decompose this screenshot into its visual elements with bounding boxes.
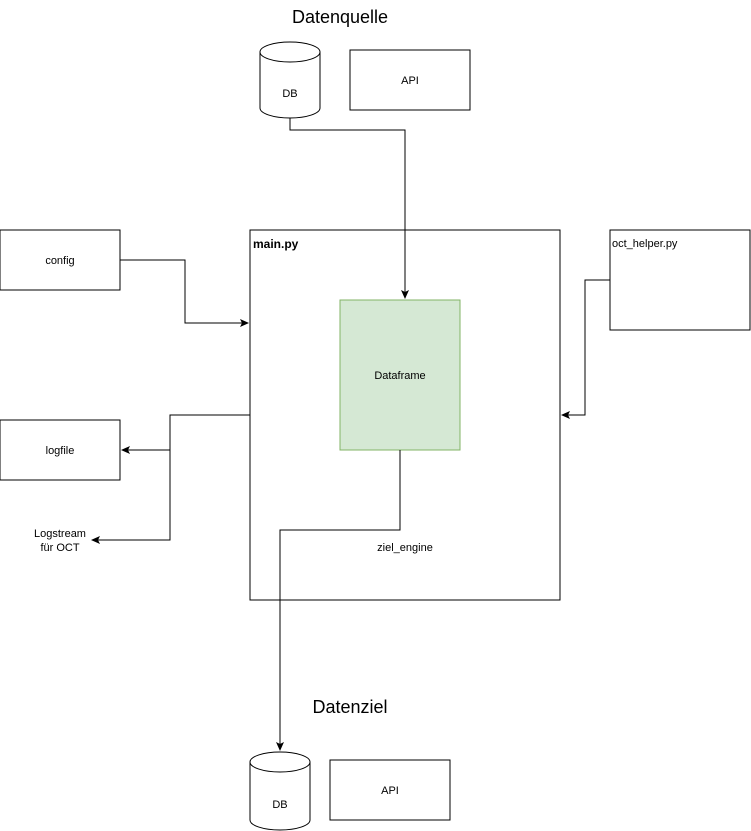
dataframe-rect: [339, 299, 461, 451]
source-api-label: API: [401, 75, 419, 87]
target-db-label: DB: [272, 799, 287, 811]
edge-dataframe-to-target-db: [276, 450, 401, 751]
source-db-cylinder[interactable]: DB: [259, 41, 321, 119]
source-api-box[interactable]: API: [349, 49, 471, 111]
main-py-label: main.py: [253, 237, 299, 251]
logfile-label: logfile: [46, 445, 75, 457]
datenziel-title: Datenziel: [312, 697, 387, 717]
dataframe-box[interactable]: Dataframe: [339, 299, 461, 451]
oct-helper-label: oct_helper.py: [612, 238, 678, 250]
target-db-cylinder[interactable]: DB: [249, 751, 311, 831]
dataframe-label: Dataframe: [374, 370, 425, 382]
ziel-engine-label: ziel_engine: [377, 542, 433, 554]
config-box[interactable]: config: [0, 229, 121, 291]
logstream-label-line1: Logstream: [34, 528, 86, 540]
target-api-box[interactable]: API: [329, 759, 451, 821]
edge-db-to-dataframe: [289, 118, 409, 299]
logfile-box[interactable]: logfile: [0, 419, 121, 481]
datenquelle-title: Datenquelle: [292, 7, 388, 27]
oct-helper-box[interactable]: oct_helper.py: [609, 229, 751, 331]
edge-main-to-logstream: [91, 450, 171, 544]
edge-helper-to-main: [561, 279, 610, 419]
target-api-label: API: [381, 785, 399, 797]
source-db-label: DB: [282, 88, 297, 100]
edge-main-to-logfile: [121, 414, 250, 454]
edge-config-to-main: [120, 259, 249, 327]
config-label: config: [45, 255, 74, 267]
logstream-label-line2: für OCT: [40, 542, 79, 554]
